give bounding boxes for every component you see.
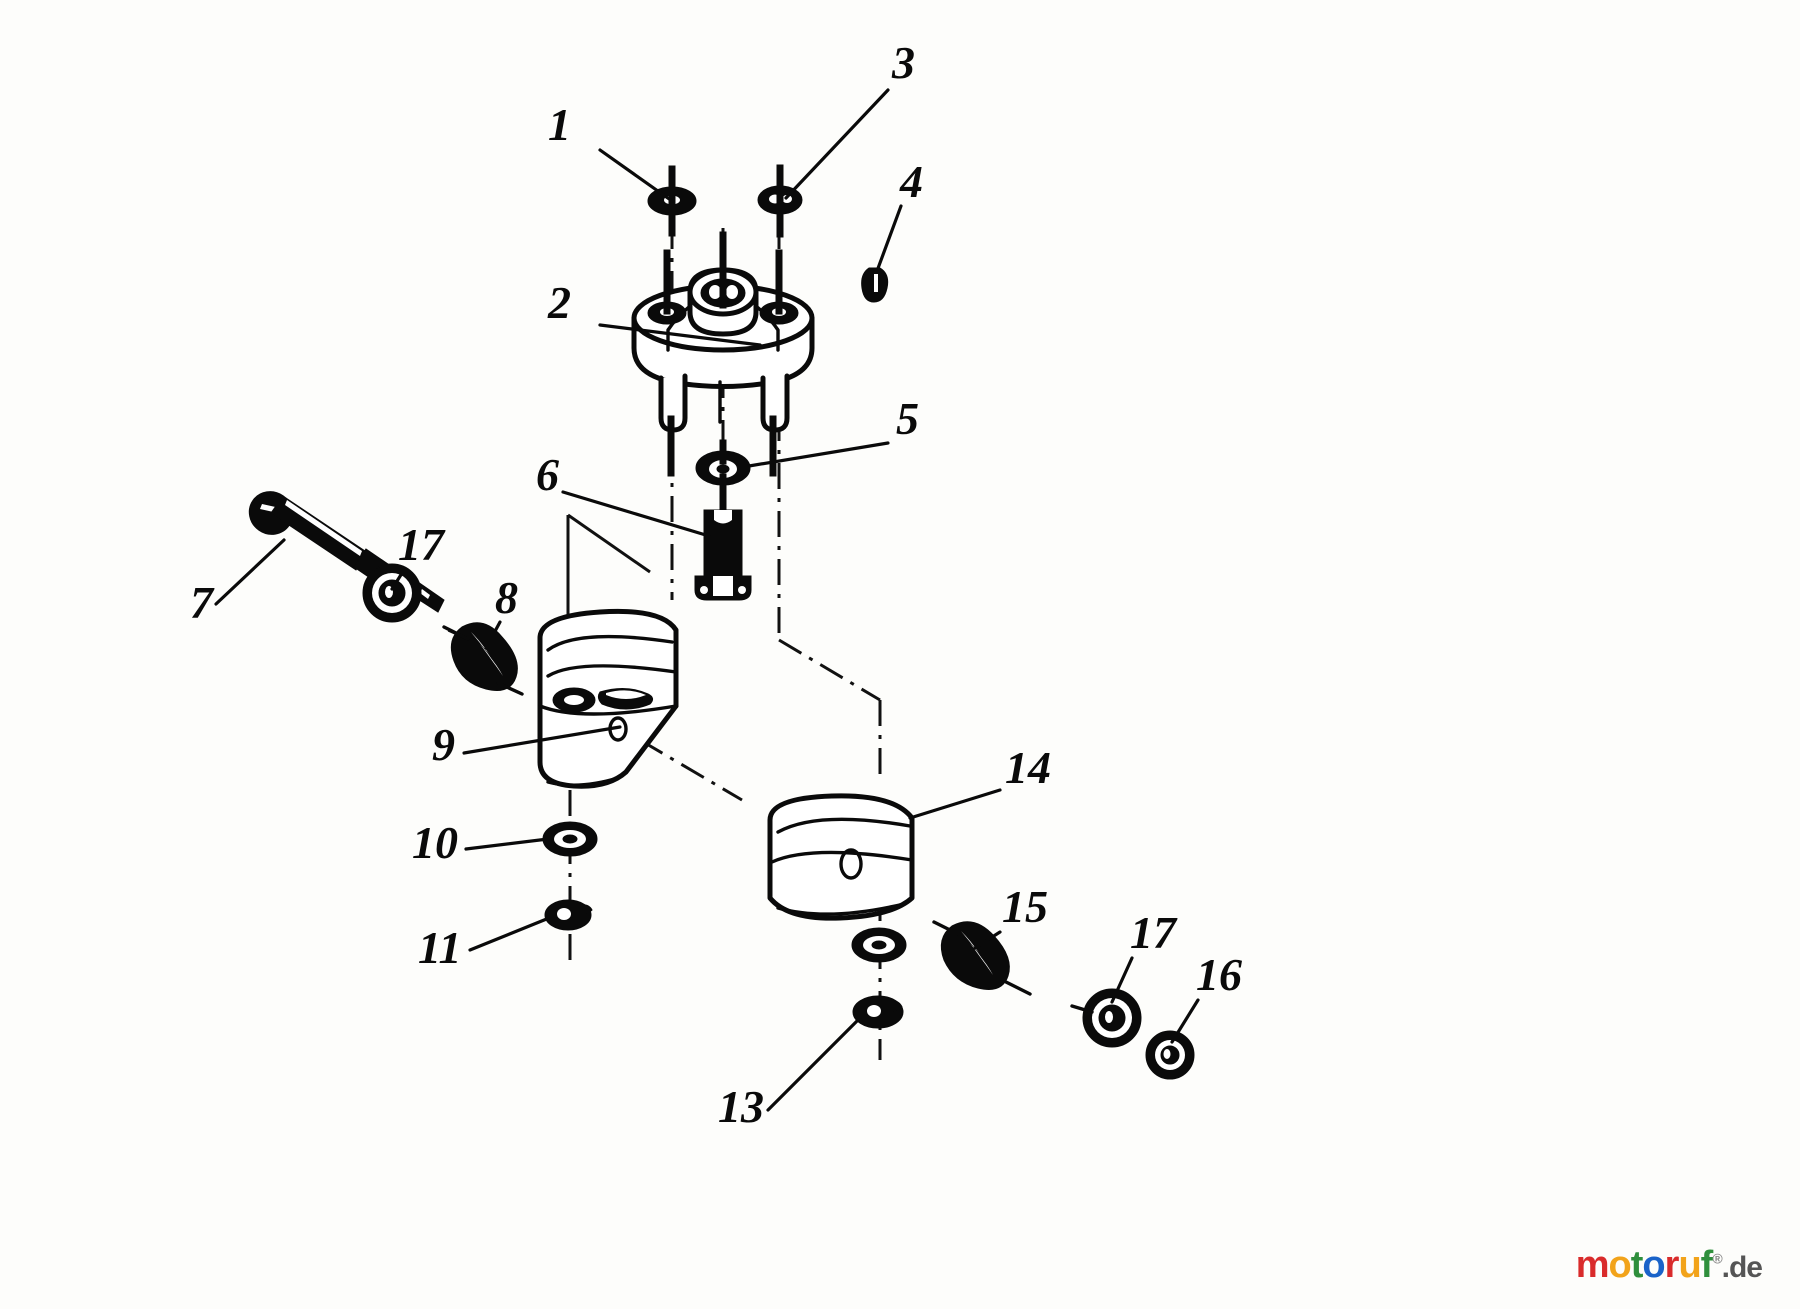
callout-13: 13 [718,1016,862,1132]
callout-5: 5 [747,393,919,468]
callout-number-2: 2 [547,277,571,328]
callout-11: 11 [418,914,556,973]
callout-7: 7 [190,538,286,628]
leader-line-9 [462,725,622,755]
part-14-bracket-right [767,793,915,921]
leader-line-11 [468,914,556,952]
callout-number-17b: 17 [1130,907,1178,958]
callout-6: 6 [536,449,711,538]
callout-number-15: 15 [1002,881,1048,932]
callout-10: 10 [412,817,550,868]
callout-8: 8 [484,572,518,650]
part-10-flat-washer-left [542,821,598,857]
callout-number-16: 16 [1196,949,1242,1000]
watermark-letter-o1: o [1608,1244,1632,1286]
callout-16: 16 [1170,949,1242,1044]
callout-number-9: 9 [432,719,455,770]
leader-line-1 [598,148,674,203]
watermark-letter-r: r [1664,1244,1680,1286]
watermark-letter-f: f [1700,1244,1714,1286]
part-16-small-washer [1145,1030,1195,1080]
callout-number-14: 14 [1005,742,1051,793]
callout-number-17a: 17 [398,519,446,570]
leader-line-5 [747,441,890,468]
callout-number-11: 11 [418,922,461,973]
leader-line-7 [214,538,286,606]
callout-number-6: 6 [536,449,559,500]
motoruf-watermark: motoruf®.de [1575,1244,1763,1287]
leader-line-3 [784,88,890,200]
callout-4: 4 [875,156,923,273]
callout-14: 14 [908,742,1051,820]
part-3-flat-washer [757,164,803,238]
callout-number-5: 5 [896,393,919,444]
watermark-letter-m: m [1575,1244,1610,1286]
part-10-flat-washer-right [851,927,907,963]
callout-number-13: 13 [718,1081,764,1132]
leader-line-14 [908,788,1002,820]
callout-number-4: 4 [899,156,923,207]
callout-number-1: 1 [548,99,571,150]
watermark-letter-o2: o [1642,1244,1665,1286]
construction-bracket-link [639,738,743,802]
axis-right-diagonal [778,638,881,702]
leader-line-17b [1110,956,1134,1004]
leader-line-15 [973,930,1002,950]
callout-2: 2 [547,277,762,347]
part-17-washer-left [362,563,422,623]
leader-line-16 [1170,998,1200,1044]
part-6-hex-bolt [694,509,752,601]
part-15-coil-bushing [932,920,1032,996]
part-13-lock-nut-right [852,995,904,1029]
construction-left-diagonal [567,513,651,574]
part-8-coil-bushing [442,622,524,696]
watermark-letter-u: u [1678,1244,1701,1286]
leader-line-6 [561,490,711,538]
part-4-cotter-pin [861,267,889,303]
leader-line-4 [875,204,903,273]
callout-3: 3 [784,37,915,200]
callout-15: 15 [973,881,1048,950]
callout-9: 9 [432,719,622,770]
watermark-trademark: ® [1712,1250,1722,1267]
part-11-lock-nut-left [544,899,593,931]
callout-number-7: 7 [190,577,215,628]
leader-line-13 [766,1016,862,1112]
watermark-letter-t: t [1630,1244,1644,1286]
callout-17b: 17 [1110,907,1178,1004]
leader-line-10 [464,837,550,851]
callout-number-8: 8 [495,572,518,623]
callout-layer: 1 2 3 4 5 6 7 8 9 10 11 13 14 15 16 17 17 [190,37,1242,1132]
callout-number-3: 3 [891,37,915,88]
watermark-tld: .de [1721,1251,1763,1284]
part-5-lock-washer [695,439,751,511]
callout-1: 1 [548,99,674,203]
leader-line-8 [484,620,502,650]
leader-line-2 [598,323,762,347]
leader-line-17a [390,568,406,591]
part-17-washer-right [1070,988,1142,1048]
callout-17a: 17 [390,519,446,591]
callout-number-10: 10 [412,817,458,868]
part-9-bracket-left [537,608,679,789]
